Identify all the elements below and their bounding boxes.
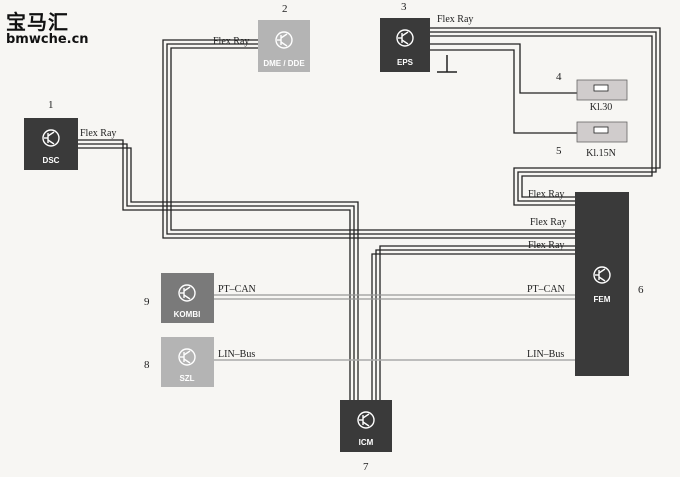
dsc-module: DSC bbox=[24, 118, 78, 170]
flexray-label-fem-1: Flex Ray bbox=[528, 189, 564, 200]
kl30-fuse: Kl.30 bbox=[576, 79, 628, 113]
szl-number: 8 bbox=[144, 359, 150, 371]
flexray-wires bbox=[78, 27, 661, 410]
dme-module: DME / DDE bbox=[258, 20, 310, 72]
flexray-label-eps: Flex Ray bbox=[437, 14, 473, 25]
fem-number: 6 bbox=[638, 284, 644, 296]
flexray-label-dsc: Flex Ray bbox=[80, 128, 116, 139]
ground-symbol bbox=[437, 55, 457, 73]
kl30-number: 4 bbox=[556, 71, 562, 83]
flexray-label-fem-3: Flex Ray bbox=[528, 240, 564, 251]
icm-number: 7 bbox=[363, 461, 369, 473]
kombi-number: 9 bbox=[144, 296, 150, 308]
kl15-number: 5 bbox=[556, 145, 562, 157]
kl15-label: Kl.15N bbox=[586, 148, 616, 159]
dme-label: DME / DDE bbox=[263, 59, 305, 68]
watermark-site: bmwche.cn bbox=[6, 32, 89, 47]
flexray-label-fem-2: Flex Ray bbox=[530, 217, 566, 228]
ptcan-wire bbox=[214, 294, 575, 300]
fem-module: FEM bbox=[575, 192, 629, 376]
szl-module: SZL bbox=[161, 337, 214, 387]
kl15-fuse: Kl.15N bbox=[576, 121, 628, 159]
szl-label: SZL bbox=[179, 374, 194, 383]
watermark-brand: 宝马汇 bbox=[6, 10, 69, 34]
eps-label: EPS bbox=[397, 58, 414, 67]
lin-label-szl: LIN–Bus bbox=[218, 349, 255, 360]
icm-module: ICM bbox=[340, 400, 392, 452]
ptcan-label-kombi: PT–CAN bbox=[218, 284, 256, 295]
dme-number: 2 bbox=[282, 3, 288, 15]
eps-module: EPS bbox=[380, 18, 430, 72]
kombi-module: KOMBI bbox=[161, 273, 214, 323]
flexray-label-dme: Flex Ray bbox=[213, 36, 249, 47]
kombi-label: KOMBI bbox=[174, 310, 201, 319]
kl30-label: Kl.30 bbox=[590, 102, 613, 113]
icm-label: ICM bbox=[359, 438, 374, 447]
eps-number: 3 bbox=[401, 1, 407, 13]
fem-label: FEM bbox=[594, 295, 611, 304]
dsc-number: 1 bbox=[48, 99, 54, 111]
dsc-label: DSC bbox=[43, 156, 60, 165]
lin-label-fem: LIN–Bus bbox=[527, 349, 564, 360]
ptcan-label-fem: PT–CAN bbox=[527, 284, 565, 295]
